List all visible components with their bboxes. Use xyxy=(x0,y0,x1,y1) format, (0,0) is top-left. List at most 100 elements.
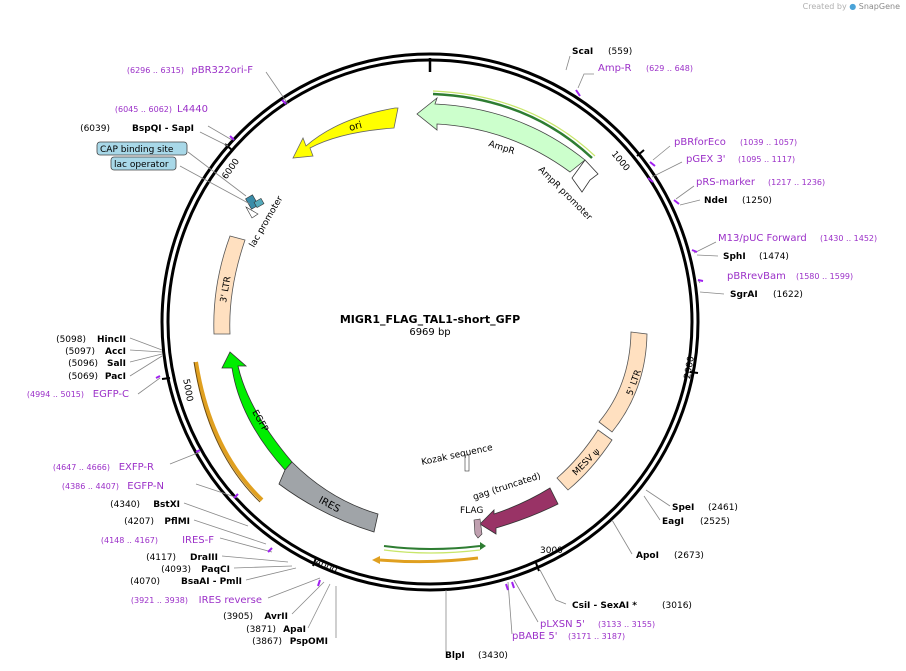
primer-egfpc[interactable]: EGFP-C(4994 .. 5015) xyxy=(27,389,129,400)
primer-pbabe5[interactable]: pBABE 5' (3171 .. 3187) xyxy=(512,631,625,642)
enzyme-blpi[interactable]: BlpI(3430) xyxy=(445,651,508,661)
gag-feature[interactable] xyxy=(479,487,559,535)
tick-3000-mark xyxy=(535,562,540,572)
enzyme-scai[interactable]: ScaI(559) xyxy=(572,47,632,57)
enzyme-spei[interactable]: SpeI(2461) xyxy=(672,503,738,513)
flag-label: FLAG xyxy=(460,506,483,516)
primer-prsmarker[interactable]: pRS-marker(1217 .. 1236) xyxy=(696,177,825,188)
enzyme-acci[interactable]: AccI(5097) xyxy=(65,347,126,357)
ires-feature[interactable] xyxy=(278,461,379,533)
snapgene-credit: Created by ● SnapGene xyxy=(803,2,900,11)
bspqi-pos: (6039) xyxy=(80,124,110,134)
primer-exfpr[interactable]: EXFP-R(4647 .. 4666) xyxy=(53,462,154,473)
bsaai-connector xyxy=(245,567,297,581)
pgex3-primer-tick xyxy=(647,177,654,183)
ori-label: ori xyxy=(348,120,363,134)
primer-iresf[interactable]: IRES-F(4148 .. 4167) xyxy=(101,535,214,546)
plxsn5-connector xyxy=(513,579,539,623)
lac-operator-box[interactable]: lac operator xyxy=(110,156,177,171)
lac-operator-mark xyxy=(253,197,265,209)
plxsn5-name: pLXSN 5' xyxy=(540,619,585,630)
ampr-primer-track xyxy=(432,92,593,159)
mesv-feature[interactable] xyxy=(556,429,613,491)
paqci-pos: (4093) xyxy=(161,565,191,575)
primer-plxsn5[interactable]: pLXSN 5' (3133 .. 3155) xyxy=(540,619,655,630)
enzyme-avrii[interactable]: AvrII(3905) xyxy=(223,612,288,622)
enzyme-paqci[interactable]: PaqCI(4093) xyxy=(161,565,230,575)
iresrev-primer-tick xyxy=(317,579,321,587)
plxsn5-range: (3133 .. 3155) xyxy=(598,620,655,629)
ampr-primer-name: Amp-R xyxy=(598,63,632,74)
enzyme-pflmi[interactable]: PflMI(4207) xyxy=(124,517,190,527)
acci-pos: (5097) xyxy=(65,347,95,357)
primer-pgex3[interactable]: pGEX 3'(1095 .. 1117) xyxy=(686,154,795,165)
enzyme-eagi[interactable]: EagI(2525) xyxy=(662,517,730,527)
primer-iresrev[interactable]: IRES reverse(3921 .. 3938) xyxy=(131,595,262,606)
flag-feature[interactable] xyxy=(473,518,483,539)
primer-pbrforeco[interactable]: pBRforEco(1039 .. 1057) xyxy=(674,137,797,148)
spei-name: SpeI xyxy=(672,503,694,513)
pflmi-connector xyxy=(193,519,267,545)
egfpc-name: EGFP-C xyxy=(93,389,129,400)
scai-name: ScaI xyxy=(572,47,593,57)
primer-pbrrevbam[interactable]: pBRrevBam(1580 .. 1599) xyxy=(727,271,853,282)
iresrev-range: (3921 .. 3938) xyxy=(131,596,188,605)
enzyme-sali[interactable]: SalI(5096) xyxy=(68,359,126,369)
lac-promoter-arrow-icon xyxy=(245,206,259,219)
tick-1000-mark xyxy=(636,149,645,157)
iresrev-connector xyxy=(267,577,321,599)
enzyme-apoi[interactable]: ApoI(2673) xyxy=(636,551,704,561)
primer-ampr[interactable]: Amp-R(629 .. 648) xyxy=(598,63,693,74)
enzyme-hincii[interactable]: HincII(5098) xyxy=(56,335,126,345)
enzyme-bstxi[interactable]: BstXI(4340) xyxy=(110,500,180,510)
pbrrevbam-primer-tick xyxy=(697,279,704,282)
bstxi-name: BstXI xyxy=(153,500,180,510)
eagi-name: EagI xyxy=(662,517,684,527)
ampr-feature[interactable] xyxy=(416,96,586,173)
ampr-promoter-feature[interactable] xyxy=(571,159,599,193)
ampr-primer-tick xyxy=(575,89,581,97)
cap-binding-site-box[interactable]: CAP binding site xyxy=(96,141,188,156)
primer-l4440[interactable]: L4440(6045 .. 6062) xyxy=(115,104,208,115)
enzyme-labels: ScaI(559) NdeI(1250) SphI(1474) SgrAI(16… xyxy=(445,47,803,661)
tick-4000-label: 4000 xyxy=(313,558,338,577)
enzyme-sphi[interactable]: SphI(1474) xyxy=(723,252,789,262)
ltr5-feature[interactable] xyxy=(598,331,648,433)
ampr-label: AmpR xyxy=(487,139,516,157)
bspqi-connector xyxy=(199,131,229,147)
ltr3-feature[interactable] xyxy=(213,235,246,335)
paci-name: PacI xyxy=(105,372,126,382)
m13-primer-tick xyxy=(691,249,698,253)
primer-m13[interactable]: M13/pUC Forward(1430 .. 1452) xyxy=(718,233,877,244)
sali-name: SalI xyxy=(107,359,126,369)
enzyme-draiii[interactable]: DraIII(4117) xyxy=(146,553,218,563)
tick-5000-label: 5000 xyxy=(180,378,194,403)
label-connectors xyxy=(129,55,725,652)
enzyme-sgrai[interactable]: SgrAI(1622) xyxy=(730,290,803,300)
pbabe5-name: pBABE 5' xyxy=(512,631,558,642)
enzyme-ndei[interactable]: NdeI(1250) xyxy=(704,196,772,206)
hincii-name: HincII xyxy=(97,335,126,345)
pbabe5-range: (3171 .. 3187) xyxy=(568,632,625,641)
egfp-feature[interactable] xyxy=(221,351,293,471)
enzyme-csii[interactable]: CsiI - SexAI * (3016) xyxy=(572,601,692,611)
enzyme-pspomi[interactable]: PspOMI(3867) xyxy=(252,637,328,647)
bsaai-pos: (4070) xyxy=(130,577,160,587)
iresf-connector xyxy=(219,537,273,553)
enzyme-bsaai[interactable]: BsaAI - PmlI(4070) xyxy=(130,577,242,587)
kozak-feature[interactable] xyxy=(464,454,470,472)
enzyme-paci[interactable]: PacI(5069) xyxy=(68,372,126,382)
ori-feature[interactable] xyxy=(292,107,399,159)
avrii-pos: (3905) xyxy=(223,612,253,622)
csii-name: CsiI - SexAI * xyxy=(572,601,637,611)
pbrforeco-range: (1039 .. 1057) xyxy=(740,138,797,147)
snapgene-logo-icon: ● xyxy=(849,2,857,11)
primer-egfpn[interactable]: EGFP-N(4386 .. 4407) xyxy=(62,481,164,492)
prsmarker-name: pRS-marker xyxy=(696,177,756,188)
enzyme-bspqi[interactable]: BspQI - SapI(6039) xyxy=(80,124,194,134)
pbrforeco-primer-tick xyxy=(649,161,656,167)
enzyme-apai[interactable]: ApaI(3871) xyxy=(246,625,306,635)
primer-pbr322ori[interactable]: pBR322ori-F(6296 .. 6315) xyxy=(127,65,253,76)
pbrforeco-connector xyxy=(652,145,671,161)
csii-pos: (3016) xyxy=(662,601,692,611)
